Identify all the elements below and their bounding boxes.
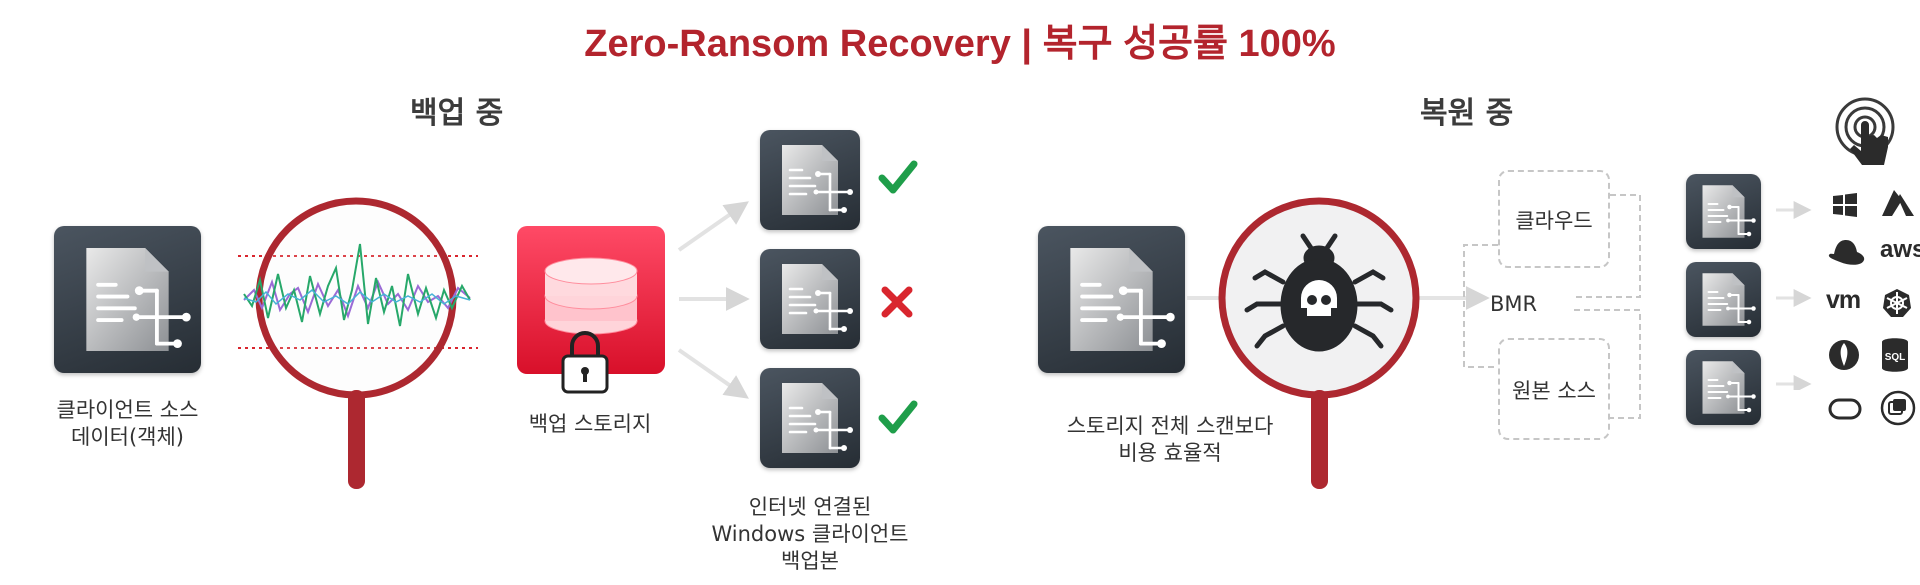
document-icon: [54, 226, 201, 373]
target-cloud-label: 클라우드: [1515, 209, 1593, 233]
aws-icon: aws: [1880, 236, 1920, 263]
document-icon: [760, 130, 860, 230]
restored-copy-3: [1686, 350, 1761, 425]
page-title: Zero-Ransom Recovery | 복구 성공률 100%: [584, 23, 1336, 65]
source-caption: 클라이언트 소스 데이터(객체): [20, 397, 235, 451]
document-icon: [760, 249, 860, 349]
source-caption-line-2: 데이터(객체): [71, 425, 184, 449]
copies-caption: 인터넷 연결된 Windows 클라이언트 백업본: [690, 494, 930, 575]
storage-icon: [1880, 390, 1916, 426]
vmware-icon: vm: [1826, 286, 1861, 314]
target-original-source: 원본 소스: [1498, 338, 1610, 440]
mongodb-icon: [1829, 340, 1859, 370]
signal-magnifier: [238, 197, 478, 489]
platform-arrows: [1776, 201, 1812, 390]
check-icon: [878, 400, 918, 434]
source-caption-line-1: 클라이언트 소스: [56, 398, 199, 422]
target-cloud: 클라우드: [1498, 170, 1610, 268]
restored-copy-2: [1686, 262, 1761, 337]
sql-icon: SQL: [1882, 338, 1908, 372]
backup-storage-icon: [517, 226, 665, 394]
restore-connectors: [1463, 194, 1641, 419]
kubernetes-icon: [1883, 289, 1911, 317]
restored-copy-1: [1686, 174, 1761, 249]
check-icon: [878, 160, 918, 194]
backup-heading: 백업 중: [410, 96, 504, 131]
source-data-tile: [54, 226, 201, 373]
scan-caption-line-2: 비용 효율적: [1118, 441, 1222, 465]
storage-caption: 백업 스토리지: [528, 412, 652, 436]
azure-icon: [1882, 190, 1914, 216]
document-icon: [1038, 226, 1185, 373]
x-mark-icon: [881, 286, 913, 318]
scan-caption-line-1: 스토리지 전체 스캔보다: [1066, 414, 1274, 438]
restore-heading: 복원 중: [1420, 96, 1514, 131]
document-icon: [1686, 350, 1761, 425]
fan-out-arrows: [677, 201, 750, 399]
backup-copy-2: [760, 249, 860, 349]
scan-caption: 스토리지 전체 스캔보다 비용 효율적: [1040, 413, 1300, 467]
sql-label: SQL: [1885, 352, 1906, 363]
copies-caption-line-2: Windows 클라이언트: [711, 522, 909, 546]
target-bmr-label: BMR: [1490, 292, 1538, 316]
copies-caption-line-1: 인터넷 연결된: [748, 495, 872, 519]
oracle-icon: [1828, 398, 1862, 420]
malware-scan-magnifier: [1187, 197, 1490, 489]
document-icon: [1686, 174, 1761, 249]
restore-source-tile: [1038, 226, 1185, 373]
document-icon: [760, 368, 860, 468]
windows-icon: [1833, 193, 1857, 217]
touch-icon: [1835, 97, 1895, 165]
backup-copy-3: [760, 368, 860, 468]
backup-copy-1: [760, 130, 860, 230]
copies-caption-line-3: 백업본: [781, 549, 839, 573]
document-icon: [1686, 262, 1761, 337]
target-original-label: 원본 소스: [1512, 379, 1596, 403]
redhat-icon: [1828, 240, 1865, 265]
